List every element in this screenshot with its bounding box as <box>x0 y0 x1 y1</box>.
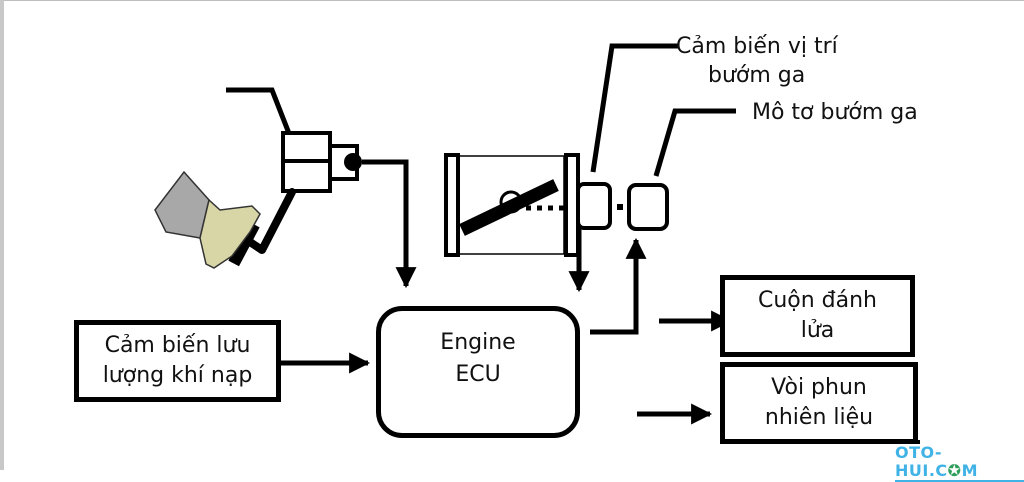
watermark-text-end: M <box>961 461 978 480</box>
diagram-canvas <box>154 43 920 444</box>
injector-label-line-2: nhiên liệu <box>764 405 874 430</box>
ecu-label-line-2: ECU <box>455 362 501 387</box>
throttle-position-sensor <box>576 182 612 230</box>
ignition-coil-box: Cuộn đánh lửa <box>720 275 915 357</box>
accelerator-pedal-position-sensor <box>281 131 362 193</box>
motor-leader-line <box>653 108 736 177</box>
accelerator-pedal <box>228 221 260 267</box>
airflow-label-line-1: Cảm biến lưu <box>104 333 251 358</box>
star-icon: ✪ <box>947 461 962 480</box>
tps-label-line-1: Cảm biến vị trí <box>676 34 838 59</box>
throttle-motor <box>627 183 669 231</box>
watermark-logo: OTO-HUI.C✪M <box>895 444 1024 482</box>
tps-label-line-2: bướm ga <box>708 63 806 88</box>
pedal-leader-line <box>226 87 293 137</box>
shoe-icon <box>154 170 261 269</box>
fuel-injector-box: Vòi phun nhiên liệu <box>720 362 918 444</box>
watermark-text: OTO-HUI.C <box>895 443 948 480</box>
tps-leader-line <box>590 43 678 173</box>
sensor-motor-link <box>617 204 623 210</box>
throttle-position-sensor-label: Cảm biến vị trí bướm ga <box>676 32 876 90</box>
throttle-motor-label: Mô tơ bướm ga <box>752 100 918 125</box>
ecu-label-line-1: Engine <box>440 330 516 355</box>
ignition-label-line-1: Cuộn đánh <box>757 288 878 313</box>
top-border <box>0 0 1024 1</box>
airflow-sensor-box: Cảm biến lưu lượng khí nạp <box>74 320 281 402</box>
ecu-to-motor-wire <box>590 237 647 335</box>
airflow-label-line-2: lượng khí nạp <box>102 363 253 388</box>
left-border <box>0 0 4 470</box>
engine-ecu-box: Engine ECU <box>376 306 580 438</box>
throttle-valve <box>459 179 564 236</box>
ignition-coil-label: Cuộn đánh lửa <box>758 286 877 346</box>
pedal-to-ecu-wire <box>362 159 417 289</box>
fuel-injector-label: Vòi phun nhiên liệu <box>765 373 873 433</box>
airflow-sensor-label: Cảm biến lưu lượng khí nạp <box>103 331 253 391</box>
accelerator-pedal-arm <box>246 188 296 254</box>
ignition-label-line-2: lửa <box>800 318 835 343</box>
injector-label-line-1: Vòi phun <box>771 375 867 400</box>
